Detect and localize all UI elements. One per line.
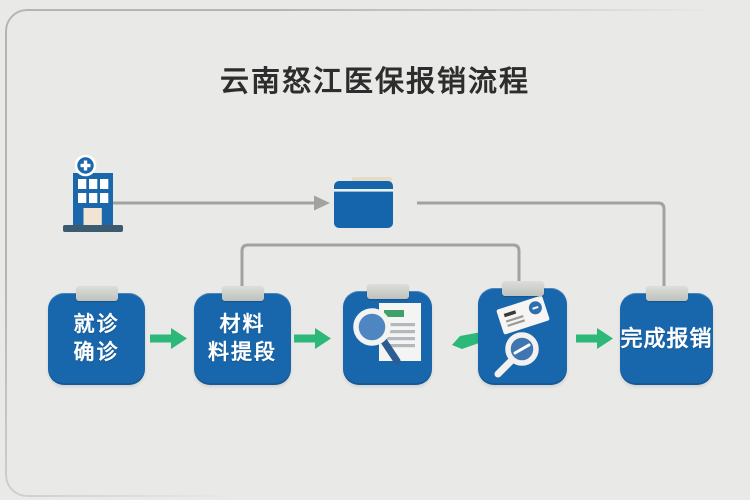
step-box-verify-receipt <box>478 281 567 385</box>
step-label-line: 材料 <box>219 313 266 337</box>
magnifier-card-icon <box>494 295 549 377</box>
step-label-line: 完成报销 <box>620 326 713 352</box>
clipboard-clip-icon <box>75 286 118 301</box>
clipboard-clip-icon <box>501 281 544 296</box>
magnifier-document-icon <box>352 303 421 365</box>
flow-arrow-icon <box>150 328 187 349</box>
step-box-materials: 材料 料提段 <box>194 286 291 385</box>
clipboard-clip-icon <box>645 286 688 301</box>
step-box-visit-diagnosis: 就诊 确诊 <box>48 286 145 385</box>
clipboard-clip-icon <box>366 284 409 299</box>
step-label-line: 确诊 <box>73 341 120 364</box>
step-label-line: 料提段 <box>208 341 277 364</box>
step-box-complete-reimbursement: 完成报销 <box>620 286 713 385</box>
flow-arrow-icon <box>576 328 613 349</box>
step-label-line: 就诊 <box>73 313 120 337</box>
clipboard-clip-icon <box>221 286 264 301</box>
flow-arrow-icon <box>294 328 331 349</box>
page-title: 云南怒江医保报销流程 <box>219 66 530 98</box>
hospital-icon <box>63 154 123 232</box>
folder-icon <box>334 177 393 228</box>
step-box-review-documents <box>343 284 432 385</box>
